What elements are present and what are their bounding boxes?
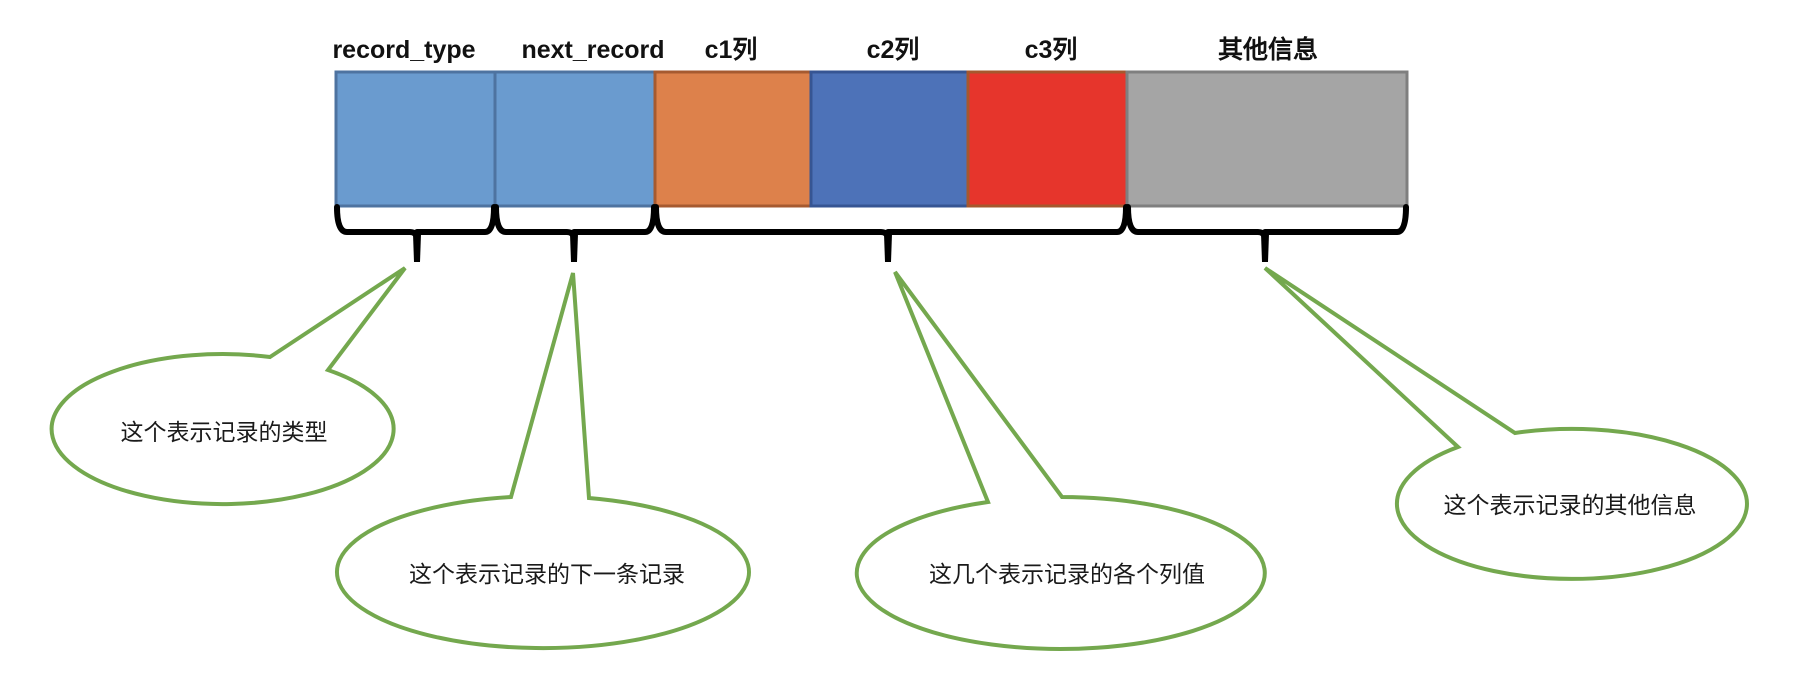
callout-texts: 这个表示记录的类型 这个表示记录的下一条记录 这几个表示记录的各个列值 这个表示… (121, 420, 1697, 588)
brace-stem-2 (570, 234, 578, 262)
field-boxes (334, 70, 1409, 208)
callout-text-other-info: 这个表示记录的其他信息 (1444, 493, 1697, 519)
label-c2: c2列 (867, 36, 920, 64)
callout-bubble-3 (854, 270, 1267, 651)
brace-stem-1 (413, 234, 421, 262)
callout-other-info (1263, 266, 1749, 581)
field-labels: record_type next_record c1列 c2列 c3列 其他信息 (332, 35, 1318, 64)
brace-stem-3 (884, 234, 892, 262)
callout-text-record-type: 这个表示记录的类型 (121, 420, 328, 446)
box-other-info (1125, 70, 1409, 208)
label-other-info: 其他信息 (1218, 35, 1318, 64)
label-c3: c3列 (1025, 36, 1078, 64)
box-next-record (493, 70, 657, 208)
box-c1 (653, 70, 813, 208)
callout-record-type (49, 266, 407, 507)
label-record-type: record_type (332, 36, 475, 64)
box-record-type (334, 70, 497, 208)
callout-next-record (335, 272, 751, 651)
box-c3 (966, 70, 1129, 208)
box-c2 (809, 70, 970, 208)
label-c1: c1列 (705, 36, 758, 64)
braces (334, 204, 1409, 243)
label-next-record: next_record (521, 36, 664, 64)
callouts (49, 266, 1749, 651)
callout-bubble-4 (1263, 266, 1749, 581)
callout-bubble-1 (49, 266, 407, 507)
callout-columns (854, 270, 1267, 651)
callout-text-columns: 这几个表示记录的各个列值 (929, 562, 1205, 588)
brace-stems (413, 234, 1269, 262)
brace-stem-4 (1261, 234, 1269, 262)
callout-bubble-2 (335, 272, 751, 651)
callout-text-next-record: 这个表示记录的下一条记录 (409, 562, 685, 588)
